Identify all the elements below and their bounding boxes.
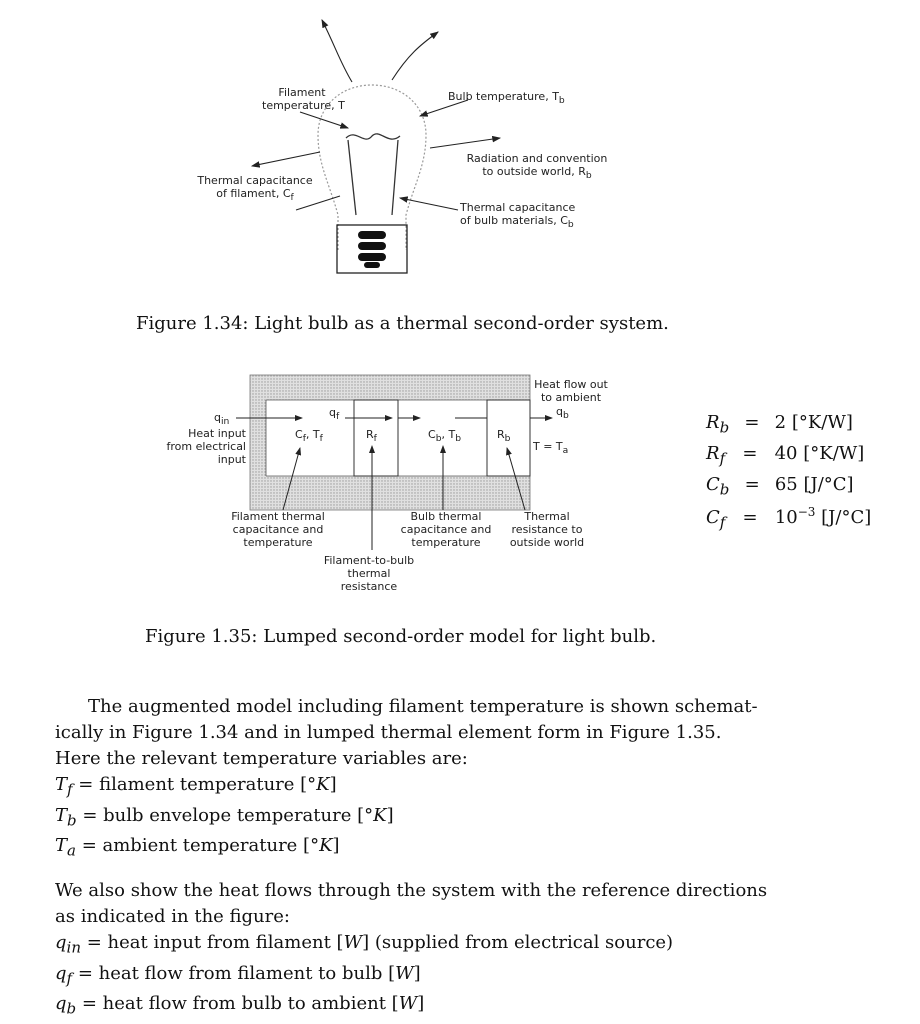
figure-1-35-caption: Figure 1.35: Lumped second-order model f… <box>145 626 657 647</box>
arrow-cap-filament-top <box>250 151 321 168</box>
param-rb: Rb = 2 [°K/W] <box>706 412 853 437</box>
pointer-filament-cap <box>282 447 302 511</box>
radiation-arrow-left <box>321 19 353 83</box>
label-q-f: qf <box>329 406 340 423</box>
pointer-rb <box>506 447 526 511</box>
filament-coil <box>345 133 401 140</box>
label-bulb-temperature: Bulb temperature, Tb <box>448 90 565 107</box>
label-thermal-resistance-outside: Thermal resistance to outside world <box>509 510 585 549</box>
rf-element-box <box>353 399 399 477</box>
param-rf: Rf = 40 [°K/W] <box>706 443 865 468</box>
temp-var-ta: Ta = ambient temperature [°K] <box>55 835 340 860</box>
label-filament-temperature: Filament temperature, T <box>262 86 345 112</box>
heat-flow-q-f: qf = heat flow from filament to bulb [W] <box>55 962 421 988</box>
label-heat-input: Heat input from electrical input <box>166 427 246 466</box>
arrow-cap-bulb <box>398 196 459 211</box>
arrow-bulb-temp <box>418 99 469 117</box>
label-cb-tb: Cb, Tb <box>428 428 462 445</box>
arrow-cap-filament-bottom <box>295 195 341 211</box>
temp-var-tb: Tb = bulb envelope temperature [°K] <box>55 804 394 830</box>
heat-flow-q-b: qb = heat flow from bulb to ambient [W] <box>55 993 425 1018</box>
label-filament-thermal-cap: Filament thermal capacitance and tempera… <box>231 510 325 549</box>
heat-flow-list: qin = heat input from filament [W] (supp… <box>55 930 673 1022</box>
label-q-in: qin <box>214 411 230 428</box>
paragraph-heat-flows: We also show the heat flows through the … <box>55 880 768 927</box>
label-radiation-convention: Radiation and convention to outside worl… <box>466 152 608 182</box>
figure-1-34-caption: Figure 1.34: Light bulb as a thermal sec… <box>136 313 669 334</box>
bulb-glass-outline <box>317 84 427 250</box>
temperature-variable-list: Tf = filament temperature [°K] Tb = bulb… <box>55 772 394 864</box>
label-heat-flow-out: Heat flow out to ambient <box>534 378 608 404</box>
light-bulb-diagram <box>250 19 502 274</box>
bulb-socket <box>336 224 408 274</box>
label-bulb-thermal-cap: Bulb thermal capacitance and temperature <box>400 510 492 549</box>
filament-support <box>347 139 399 216</box>
label-q-b: qb <box>556 405 569 422</box>
arrow-radiation <box>429 135 502 149</box>
bulb-screw-base <box>358 231 386 268</box>
label-cf-tf: Cf, Tf <box>295 428 323 445</box>
heat-flow-q-in: qin = heat input from filament [W] (supp… <box>55 932 674 957</box>
param-cf: Cf = 10−3 [J/°C] <box>706 505 872 532</box>
lumped-model-diagram <box>236 374 553 550</box>
arrow-filament-temp <box>299 111 350 129</box>
label-thermal-capacitance-bulb: Thermal capacitance of bulb materials, C… <box>460 201 576 231</box>
label-thermal-capacitance-filament: Thermal capacitance of filament, Cf <box>197 174 313 204</box>
label-t-ambient: T = Ta <box>533 440 569 457</box>
label-rf: Rf <box>366 428 377 445</box>
label-filament-to-bulb: Filament-to-bulb thermal resistance <box>323 554 415 593</box>
label-rb: Rb <box>497 428 511 445</box>
param-cb: Cb = 65 [J/°C] <box>706 474 854 499</box>
temp-var-tf: Tf = filament temperature [°K] <box>55 774 337 799</box>
rb-element-box <box>486 399 531 477</box>
paragraph-augmented-model: The augmented model including filament t… <box>55 696 758 769</box>
radiation-arrow-right <box>391 31 439 81</box>
